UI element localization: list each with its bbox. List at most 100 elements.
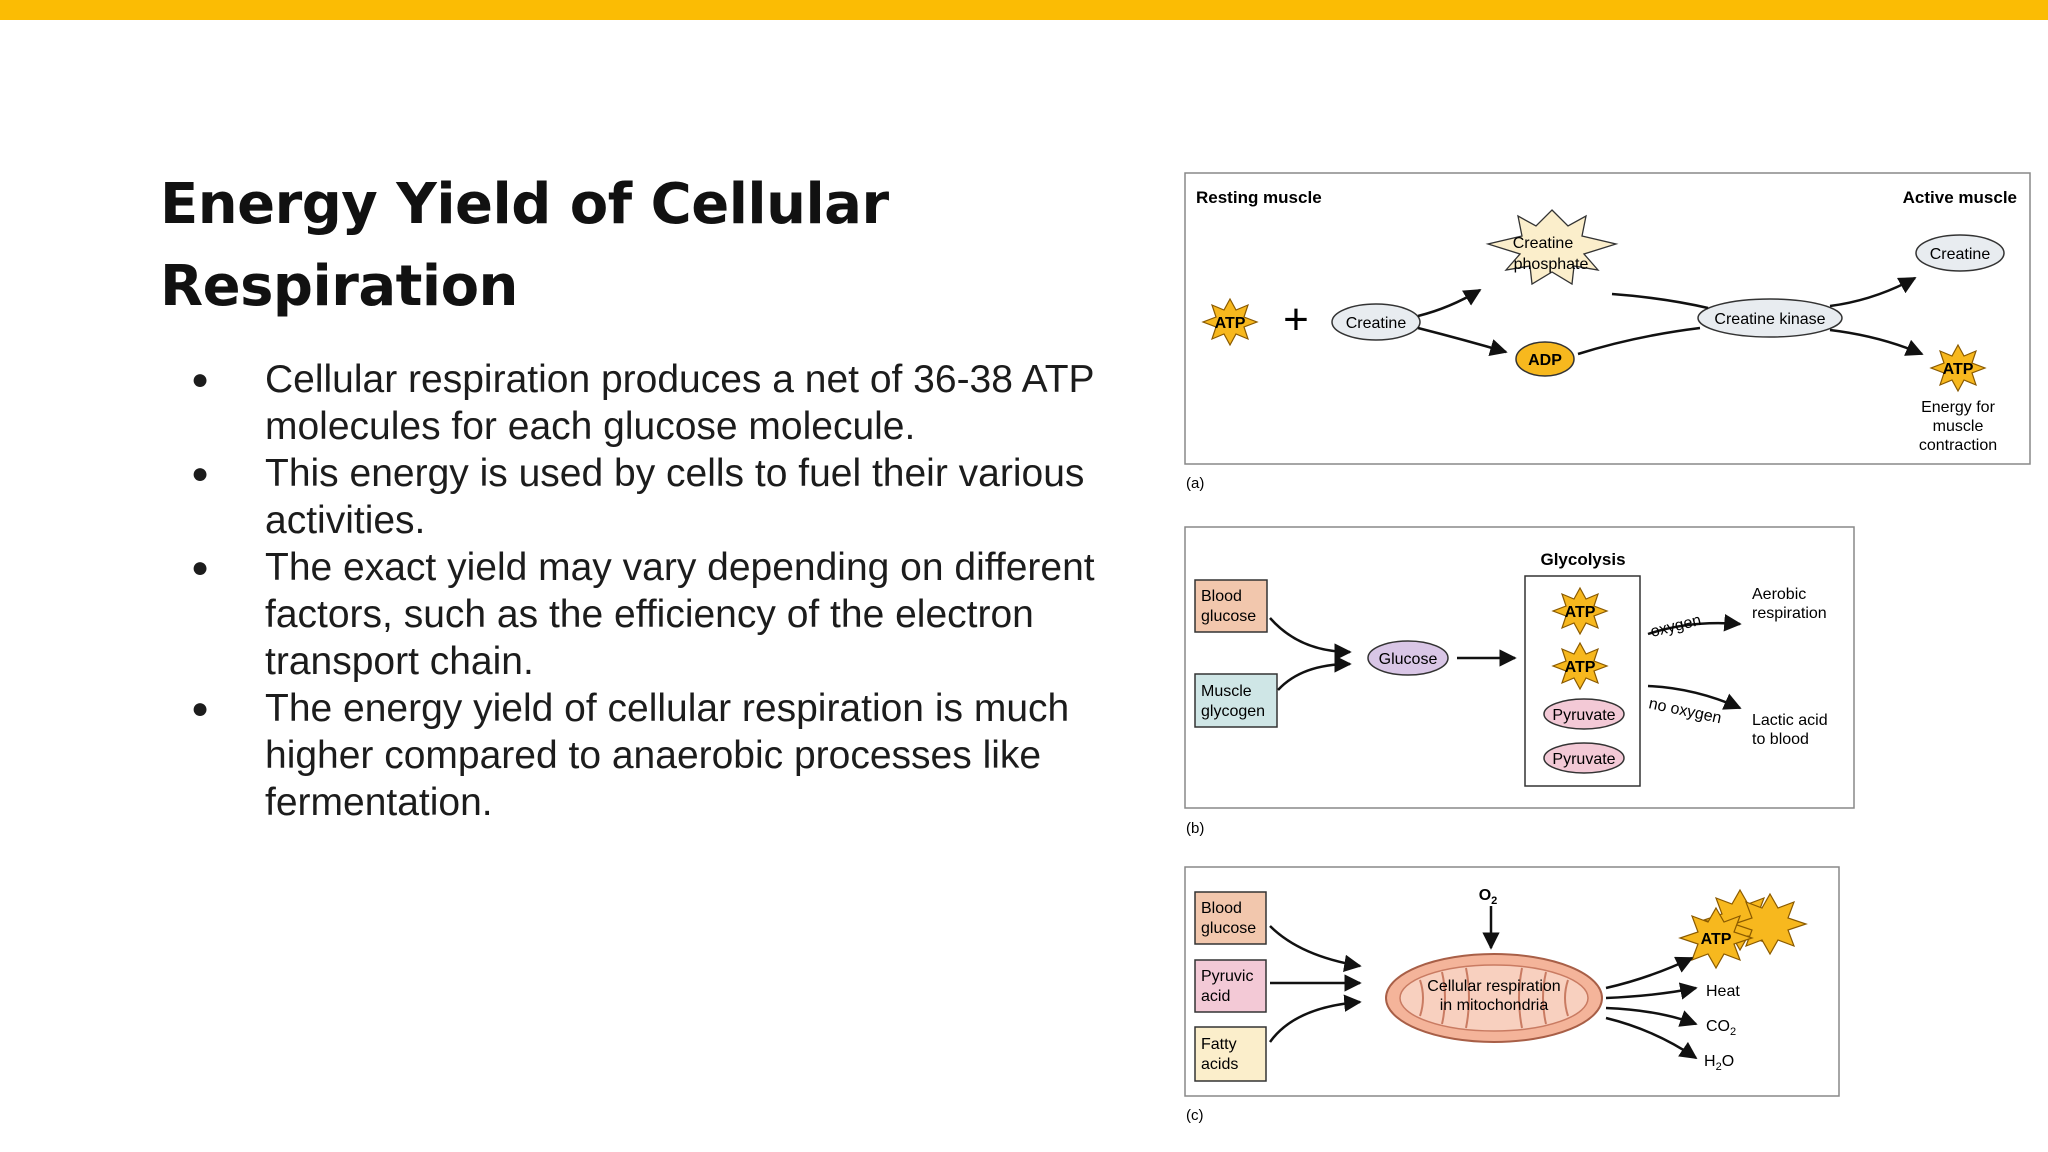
pyruvate-oval-2 <box>1543 742 1625 774</box>
arrow-blood-glucose-to-mito <box>1269 925 1362 973</box>
atp-burst-2 <box>1732 892 1808 956</box>
lactic-label-2: to blood <box>1752 731 1809 748</box>
bullet-text: Cellular respiration produces a net of 3… <box>265 358 1094 448</box>
co2-main: CO <box>1706 1018 1730 1035</box>
blood-glucose-label-1: Blood <box>1201 900 1242 917</box>
arrow-fatty-to-mito <box>1268 994 1362 1043</box>
h2o-label: H2O <box>1704 1053 1734 1073</box>
mito-label-1: Cellular respiration <box>1427 978 1560 995</box>
blood-glucose-box <box>1194 891 1267 945</box>
bullet-text: This energy is used by cells to fuel the… <box>265 452 1085 542</box>
bullet-item: ● The exact yield may vary depending on d… <box>185 544 1105 685</box>
panel-a-frame <box>1184 172 2031 465</box>
aerobic-label-1: Aerobic <box>1752 586 1806 603</box>
bullet-dot: ● <box>191 457 210 490</box>
creatine-kinase-oval <box>1697 298 1843 338</box>
atp-star-shape-2 <box>1551 641 1609 691</box>
blood-glucose-label-1: Blood <box>1201 588 1242 605</box>
atp-out-star-shape <box>1929 343 1987 393</box>
atp-label-2: ATP <box>1565 659 1596 676</box>
h2o-o: O <box>1722 1053 1734 1070</box>
arrow-blood-glucose-to-glucose <box>1269 617 1352 661</box>
glucose-label: Glucose <box>1379 651 1438 668</box>
mitochondria-inner <box>1399 964 1589 1032</box>
fatty-acids-box <box>1194 1026 1267 1082</box>
bullet-item: ● Cellular respiration produces a net of … <box>185 356 1105 450</box>
figure-panel-c: Blood glucose Pyruvic acid Fatty acids O… <box>1184 866 1840 1124</box>
pyruvate-label-1: Pyruvate <box>1552 707 1615 724</box>
atp-star-shape-1 <box>1551 586 1609 636</box>
creatine-out-oval <box>1915 234 2005 272</box>
atp-burst-cluster <box>1678 888 1808 970</box>
bullet-dot: ● <box>191 551 210 584</box>
bullet-text: The energy yield of cellular respiration… <box>265 687 1070 824</box>
caption-c: (c) <box>1186 1107 1204 1124</box>
co2-subscript: 2 <box>1730 1026 1736 1038</box>
active-muscle-label: Active muscle <box>1903 188 2017 207</box>
arrow-oxygen <box>1647 614 1742 636</box>
aerobic-label-2: respiration <box>1752 605 1827 622</box>
arrow-to-creatine-out <box>1829 276 1917 308</box>
muscle-glycogen-label-2: glycogen <box>1201 703 1265 720</box>
atp-label: ATP <box>1215 315 1246 332</box>
atp-star-shape <box>1201 297 1259 347</box>
glycolysis-label: Glycolysis <box>1540 550 1625 569</box>
creatine-kinase-label: Creatine kinase <box>1714 311 1825 328</box>
h2o-h: H <box>1704 1053 1716 1070</box>
slide-title: Energy Yield of Cellular Respiration <box>160 172 889 319</box>
creatine-phosphate-label-2: phosphate <box>1514 256 1589 273</box>
co2-label: CO2 <box>1706 1018 1736 1038</box>
caption-a: (a) <box>1186 475 1204 492</box>
pyruvic-label-1: Pyruvic <box>1201 968 1253 985</box>
muscle-glycogen-box <box>1194 673 1278 728</box>
line-phosphate-to-kinase <box>1611 292 1709 310</box>
panel-b-frame <box>1184 526 1855 809</box>
arrow-to-heat <box>1605 982 1698 1000</box>
arrow-no-oxygen <box>1647 684 1742 710</box>
energy-label-1: Energy for <box>1921 399 1995 416</box>
bullet-text: The exact yield may vary depending on di… <box>265 546 1095 683</box>
arrow-to-adp <box>1417 326 1508 356</box>
o2-main: O <box>1479 887 1491 904</box>
energy-label-3: contraction <box>1919 437 1997 454</box>
creatine-out-label: Creatine <box>1930 246 1991 263</box>
arrow-to-creatine-phosphate <box>1417 288 1482 318</box>
adp-label: ADP <box>1528 352 1562 369</box>
arrow-glycogen-to-glucose <box>1277 655 1352 691</box>
atp-label: ATP <box>1701 931 1732 948</box>
plus-sign: + <box>1283 295 1309 344</box>
arrow-to-atp <box>1605 956 1694 990</box>
arrow-to-atp-out <box>1829 328 1924 356</box>
creatine-label: Creatine <box>1346 315 1407 332</box>
heat-label: Heat <box>1706 983 1740 1000</box>
resting-muscle-label: Resting muscle <box>1196 188 1322 207</box>
h2o-subscript: 2 <box>1716 1061 1722 1073</box>
line-adp-to-kinase <box>1577 326 1701 356</box>
atp-out-label: ATP <box>1943 361 1974 378</box>
blood-glucose-label-2: glucose <box>1201 608 1256 625</box>
creatine-phosphate-burst <box>1485 209 1619 286</box>
figure-panel-a: Resting muscle Active muscle ATP + Creat… <box>1184 172 2031 492</box>
pyruvate-label-2: Pyruvate <box>1552 751 1615 768</box>
blood-glucose-box <box>1194 579 1268 633</box>
pyruvate-oval-1 <box>1543 698 1625 730</box>
atp-burst-3 <box>1678 906 1754 970</box>
accent-bar <box>0 0 2048 20</box>
muscle-glycogen-label-1: Muscle <box>1201 683 1252 700</box>
pyruvic-label-2: acid <box>1201 988 1230 1005</box>
bullet-list: ● Cellular respiration produces a net of … <box>185 356 1105 826</box>
arrow-to-h2o <box>1605 1016 1698 1060</box>
lactic-label-1: Lactic acid <box>1752 712 1828 729</box>
arrow-to-co2 <box>1605 1006 1698 1027</box>
pyruvic-acid-box <box>1194 959 1267 1013</box>
mitochondria-cristae <box>1419 967 1569 1029</box>
energy-label-2: muscle <box>1933 418 1984 435</box>
creatine-phosphate-label-1: Creatine <box>1513 235 1574 252</box>
o2-subscript: 2 <box>1491 895 1497 907</box>
o2-label: O2 <box>1479 887 1498 907</box>
adp-oval <box>1515 341 1575 377</box>
fatty-label-2: acids <box>1201 1056 1238 1073</box>
creatine-oval <box>1331 303 1421 341</box>
fatty-label-1: Fatty <box>1201 1036 1237 1053</box>
bullet-dot: ● <box>191 363 210 396</box>
